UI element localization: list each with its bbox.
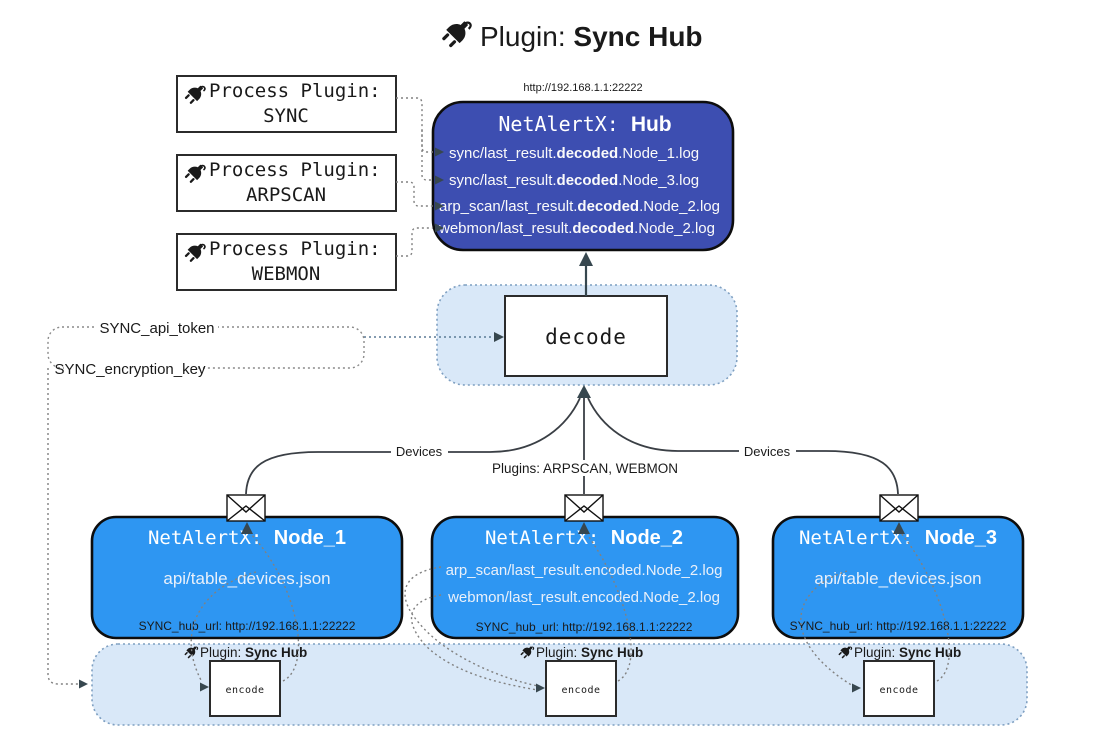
arrowhead xyxy=(536,683,545,693)
hub-box xyxy=(431,100,735,252)
arrowhead xyxy=(435,223,444,233)
connector-encode1-to-mail xyxy=(249,532,300,682)
encode-box-3 xyxy=(863,660,935,717)
hub-title: NetAlertX: Hub xyxy=(498,112,671,136)
arrowhead xyxy=(435,175,444,185)
encode-label: encode xyxy=(879,685,918,696)
encode-label: encode xyxy=(561,685,600,696)
edge-label-devices-right: Devices xyxy=(744,444,791,459)
connector-encode3-to-mail xyxy=(900,532,950,682)
arrowhead xyxy=(435,147,444,157)
node1-hub-url: SYNC_hub_url: http://192.168.1.1:22222 xyxy=(139,619,356,633)
plug-icon xyxy=(438,15,475,52)
sync-api-token-label: SYNC_api_token xyxy=(99,320,214,337)
node2-hub-url: SYNC_hub_url: http://192.168.1.1:22222 xyxy=(476,620,693,634)
sync-encryption-key-label: SYNC_encryption_key xyxy=(55,361,206,378)
connector-node2-file1-to-encode xyxy=(404,566,539,687)
encode-box-2 xyxy=(545,660,617,717)
node1-file: api/table_devices.json xyxy=(163,569,330,588)
hub-log-line: sync/last_result.decoded.Node_1.log xyxy=(449,145,699,162)
edge-label-plugins: Plugins: ARPSCAN, WEBMON xyxy=(492,461,678,476)
encode-box-1 xyxy=(209,660,281,717)
connector-key-to-encode-bar xyxy=(47,368,78,685)
connector-sync-to-hub-2 xyxy=(421,130,433,181)
connector-node1-to-encode xyxy=(190,571,257,683)
encode-plugin-label: Plugin: Sync Hub xyxy=(854,645,961,660)
arrowhead xyxy=(577,385,591,398)
label-bg xyxy=(391,443,448,458)
process-plugin-box-webmon xyxy=(176,233,397,291)
arrowhead xyxy=(579,252,593,266)
connector-sync-to-hub xyxy=(396,97,433,153)
node3-title: NetAlertX: Node_3 xyxy=(799,527,997,549)
encode-label: encode xyxy=(225,685,264,696)
process-plugin-label: Process Plugin: xyxy=(209,80,381,102)
label-bg xyxy=(739,443,796,458)
process-plugin-name: ARPSCAN xyxy=(246,184,326,206)
arrowhead xyxy=(200,682,209,692)
encode-plugin-label: Plugin: Sync Hub xyxy=(200,645,307,660)
process-plugin-box-arpscan xyxy=(176,154,397,212)
node3-hub-url: SYNC_hub_url: http://192.168.1.1:22222 xyxy=(790,619,1007,633)
arrowhead xyxy=(79,679,88,689)
label-bg xyxy=(64,362,196,375)
hub-url: http://192.168.1.1:22222 xyxy=(523,82,642,94)
process-plugin-label: Process Plugin: xyxy=(209,238,381,260)
node3-file: api/table_devices.json xyxy=(814,569,981,588)
mail-icon xyxy=(564,494,604,522)
connector-arpscan-to-hub xyxy=(396,181,433,207)
arrowhead xyxy=(435,201,444,211)
connector-node3-to-encode xyxy=(800,570,854,687)
process-plugin-name: WEBMON xyxy=(252,263,321,285)
hub-log-line: arp_scan/last_result.decoded.Node_2.log xyxy=(439,198,720,215)
hub-log-line: sync/last_result.decoded.Node_3.log xyxy=(449,172,699,189)
edge-label-devices-left: Devices xyxy=(396,444,443,459)
decode-label: decode xyxy=(545,325,627,349)
label-bg xyxy=(505,460,665,476)
connector-webmon-to-hub xyxy=(396,227,433,257)
encode-plugin-label: Plugin: Sync Hub xyxy=(536,645,643,660)
node2-file: webmon/last_result.encoded.Node_2.log xyxy=(447,589,720,606)
arrowhead xyxy=(852,683,861,693)
arrowhead xyxy=(494,332,504,342)
arrowhead xyxy=(578,522,590,534)
process-plugin-box-sync xyxy=(176,75,397,133)
mail-icon xyxy=(879,494,919,522)
sync-settings-region xyxy=(47,326,365,369)
arrowhead xyxy=(241,522,253,534)
hub-log-line: webmon/last_result.decoded.Node_2.log xyxy=(438,220,715,237)
arrowhead xyxy=(893,522,905,534)
node2-file: arp_scan/last_result.encoded.Node_2.log xyxy=(446,562,723,579)
mail-icon xyxy=(226,494,266,522)
process-plugin-name: SYNC xyxy=(263,105,309,127)
page-title: Plugin: Sync Hub xyxy=(480,21,703,52)
process-plugin-label: Process Plugin: xyxy=(209,159,381,181)
connector-encode2-to-mail xyxy=(585,532,632,682)
label-bg xyxy=(96,321,218,334)
